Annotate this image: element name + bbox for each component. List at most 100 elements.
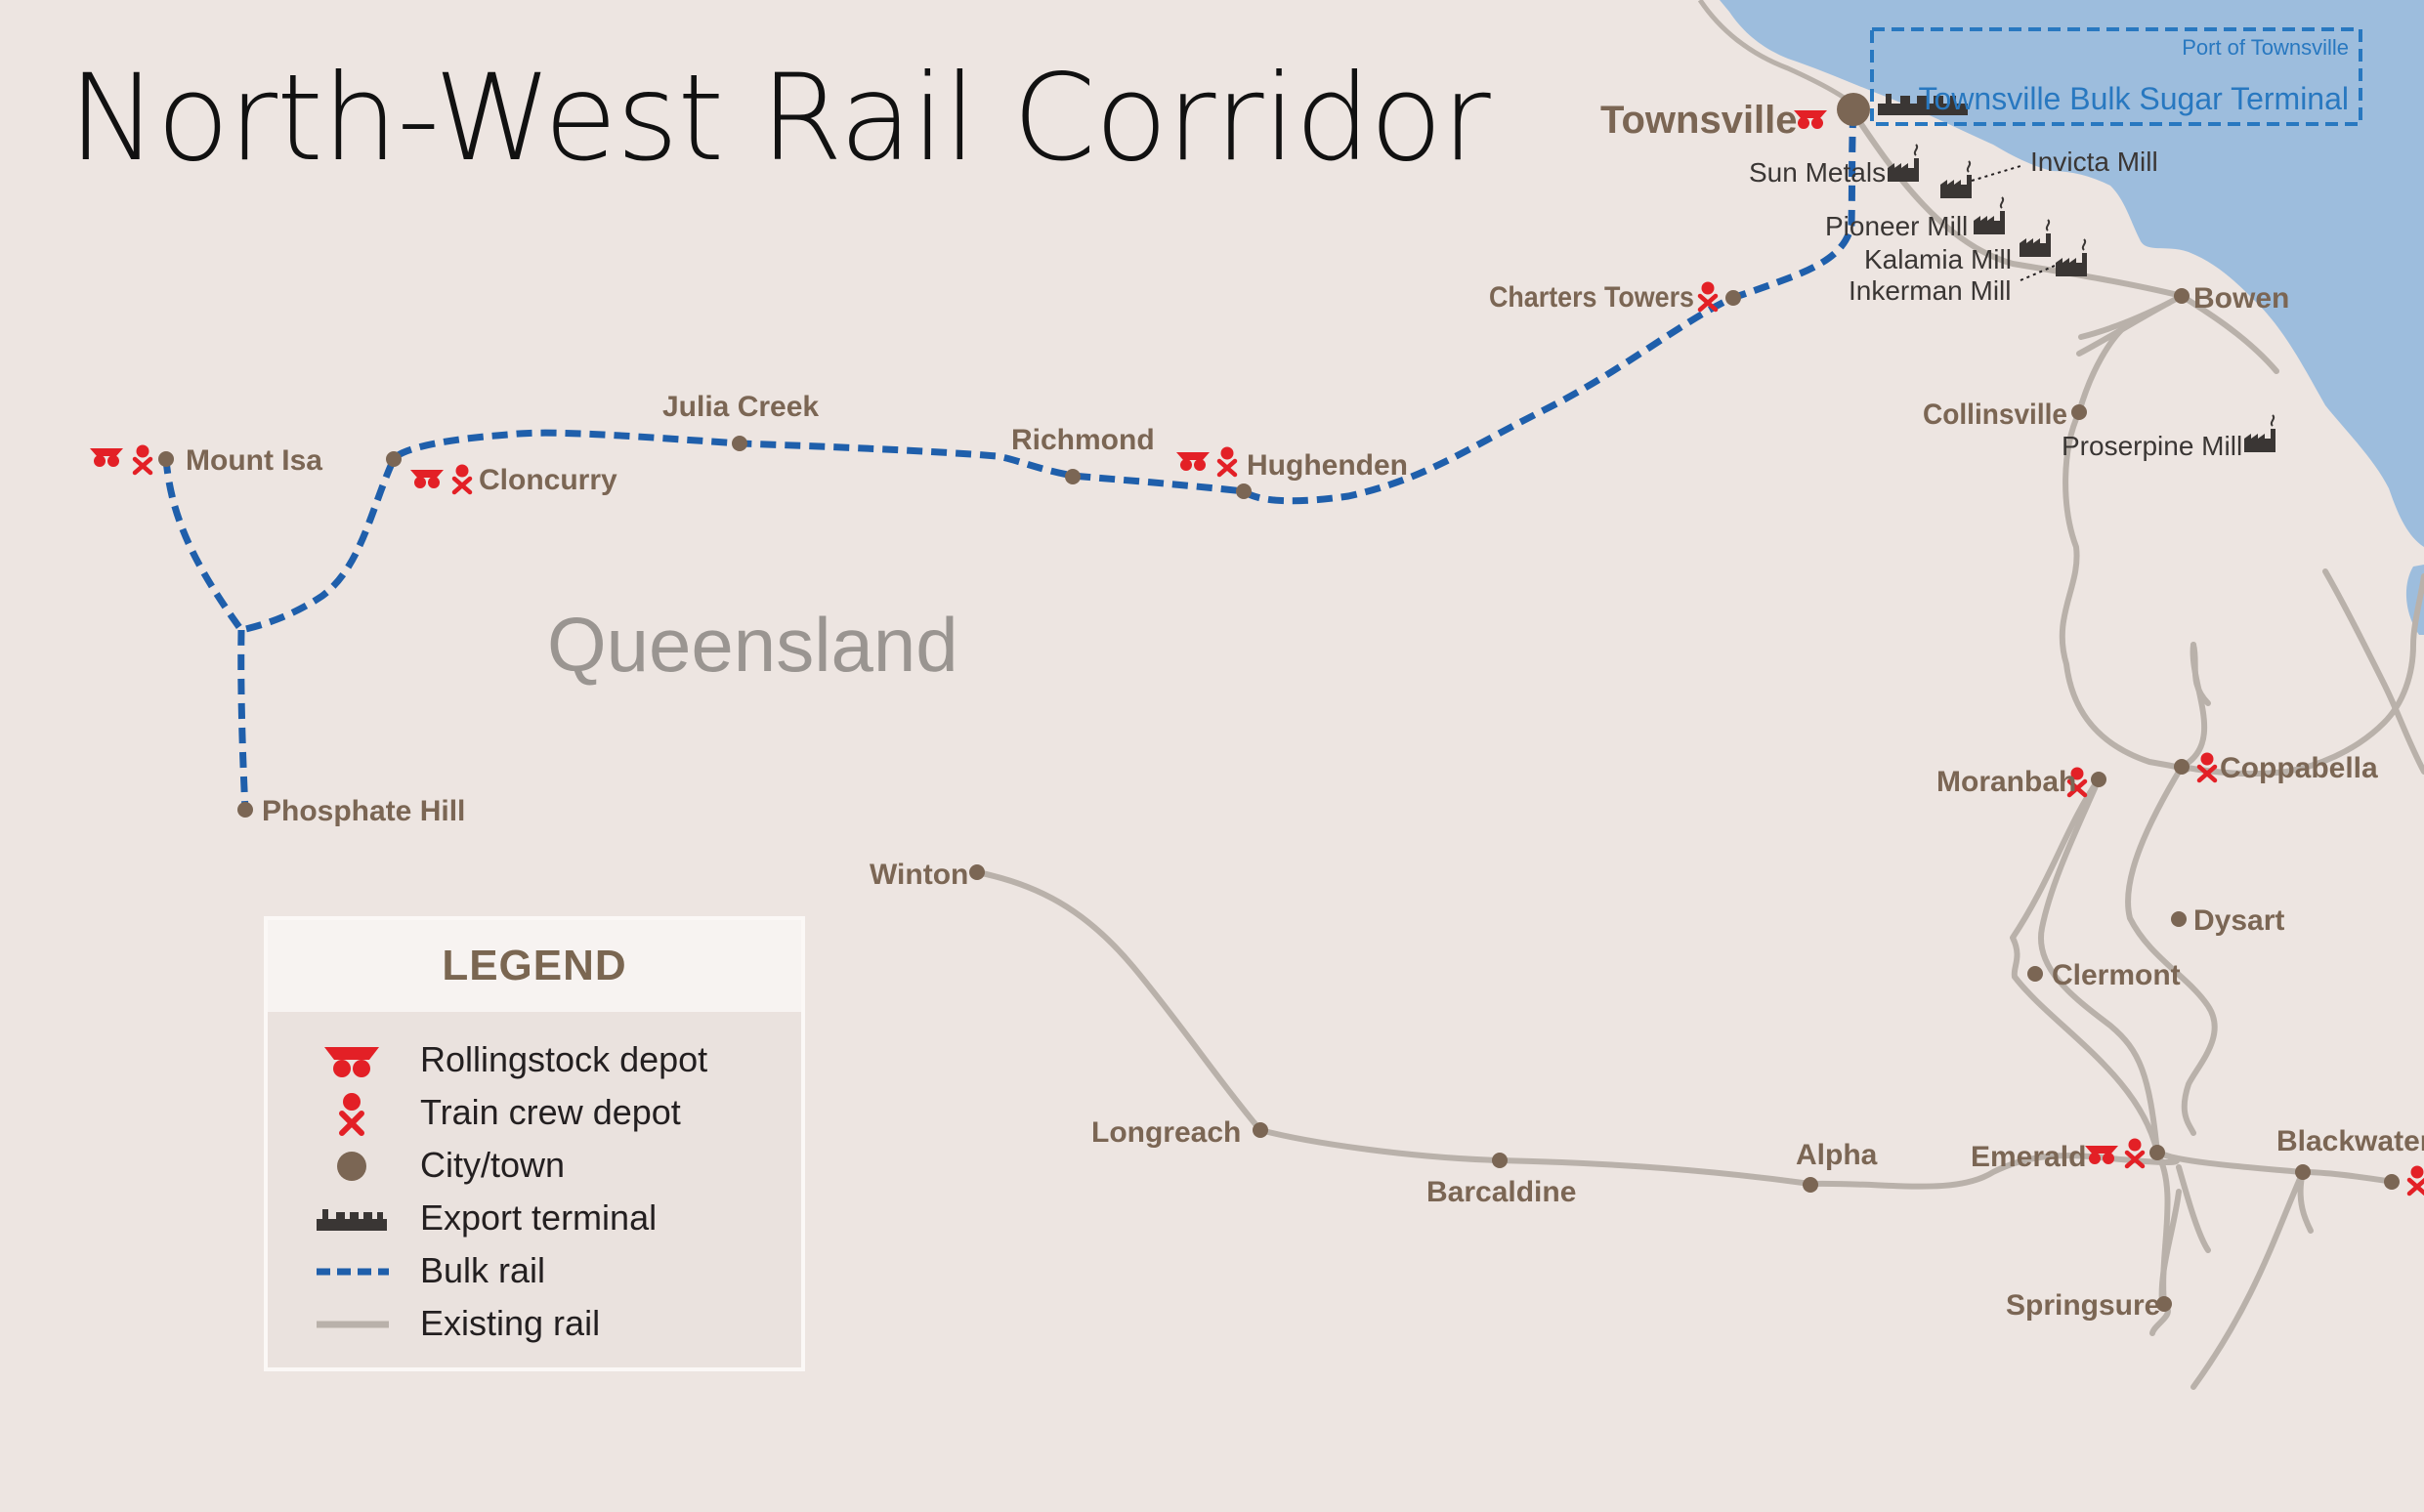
town-dot-collinsville (2071, 404, 2087, 420)
town-dot-longreach (1253, 1122, 1268, 1138)
town-dot-hughenden (1236, 483, 1252, 499)
rollingstock-depot-icon (410, 470, 444, 488)
label-inkerman-mill: Inkerman Mill (1849, 275, 2011, 306)
town-dot-cloncurry (386, 451, 402, 467)
label-emerald: Emerald (1971, 1141, 2086, 1173)
factory-icon (2019, 219, 2052, 258)
port-terminal-name: Townsville Bulk Sugar Terminal (1919, 81, 2349, 116)
port-box-title: Port of Townsville (2182, 35, 2349, 60)
rollingstock-depot-icon (1176, 452, 1210, 471)
label-clermont: Clermont (2052, 959, 2181, 991)
legend-row-city-town: City/town (268, 1139, 801, 1192)
label-phosphate-hill: Phosphate Hill (262, 795, 465, 827)
rollingstock-depot-icon (1794, 110, 1827, 129)
town-dot-clermont (2027, 966, 2043, 982)
legend-label-export-terminal: Export terminal (420, 1197, 658, 1238)
label-bowen: Bowen (2193, 282, 2289, 315)
factory-icon (2243, 414, 2276, 453)
town-dot-phosphate-hill (237, 802, 253, 818)
train-crew-depot-icon (339, 1093, 364, 1136)
legend-row-existing-rail: Existing rail (268, 1297, 801, 1350)
town-dot-julia-creek (732, 436, 747, 451)
town-dot-blackwater (2295, 1164, 2311, 1180)
bulk-rail-network (162, 111, 1857, 811)
label-hughenden: Hughenden (1247, 449, 1408, 482)
label-longreach: Longreach (1091, 1116, 1241, 1149)
label-pioneer-mill: Pioneer Mill (1825, 211, 1968, 241)
town-dot-barcaldine (1492, 1153, 1508, 1168)
town-dot-alpha (1803, 1177, 1818, 1193)
label-springsure: Springsure (2006, 1289, 2160, 1322)
label-sun-metals: Sun Metals (1749, 157, 1886, 188)
existing-rail-line (317, 1321, 389, 1328)
rollingstock-depot-icon (324, 1047, 379, 1077)
town-dot-bowen (2174, 288, 2190, 304)
train-crew-depot-icon (1700, 282, 1716, 311)
label-coppabella: Coppabella (2220, 752, 2378, 784)
legend-label-existing-rail: Existing rail (420, 1303, 601, 1343)
legend-label-city-town: City/town (420, 1145, 566, 1185)
coral-sea (1720, 0, 2424, 547)
map-title: North-West Rail Corridor (68, 49, 1491, 188)
legend-label-bulk-rail: Bulk rail (420, 1250, 546, 1290)
train-crew-depot-icon (135, 445, 150, 474)
factory-icon (2055, 238, 2088, 277)
legend-heading: LEGEND (268, 920, 801, 1012)
legend-row-train-crew: Train crew depot (268, 1086, 801, 1139)
region-label: Queensland (547, 602, 958, 688)
mill-labels: Sun Metals Invicta Mill Pioneer Mill Kal… (1749, 147, 2242, 461)
town-dot-mount-isa (158, 451, 174, 467)
label-kalamia-mill: Kalamia Mill (1864, 244, 2012, 274)
label-collinsville: Collinsville (1923, 399, 2067, 431)
label-cloncurry: Cloncurry (479, 464, 617, 496)
legend-panel: LEGEND Rollingstock depot Train crew dep… (264, 916, 805, 1371)
town-dot-moranbah (2091, 772, 2106, 787)
town-dot-charters-towers (1725, 290, 1741, 306)
label-proserpine-mill: Proserpine Mill (2062, 431, 2242, 461)
leader-lines (1971, 165, 2056, 281)
town-markers (158, 93, 2400, 1312)
bulk-rail-line (317, 1268, 389, 1276)
island (2405, 565, 2424, 635)
export-terminal-icon (1878, 94, 1968, 115)
train-crew-depot-icon (454, 465, 470, 493)
town-dot-richmond (1065, 469, 1081, 484)
label-blackwater: Blackwater (2276, 1125, 2424, 1157)
town-dot-springsure (2156, 1296, 2172, 1312)
label-dysart: Dysart (2193, 904, 2284, 937)
export-terminal-icon (317, 1209, 387, 1231)
label-mount-isa: Mount Isa (186, 444, 322, 477)
train-crew-depot-icon (2199, 753, 2215, 781)
train-crew-depot-icon (1219, 447, 1235, 476)
label-moranbah: Moranbah (1936, 766, 2076, 798)
label-invicta-mill: Invicta Mill (2030, 147, 2158, 177)
town-dot-coppabella (2174, 759, 2190, 775)
legend-row-export-terminal: Export terminal (268, 1192, 801, 1244)
legend-label-rollingstock: Rollingstock depot (420, 1039, 708, 1079)
label-julia-creek: Julia Creek (662, 391, 819, 423)
town-dot-east (2384, 1174, 2400, 1190)
label-alpha: Alpha (1796, 1139, 1878, 1171)
train-crew-depot-icon (2409, 1166, 2424, 1195)
label-richmond: Richmond (1011, 424, 1155, 456)
label-barcaldine: Barcaldine (1426, 1176, 1576, 1208)
factory-icon (1973, 196, 2006, 235)
place-labels: Townsville Charters Towers Bowen Collins… (186, 99, 2424, 1322)
port-of-townsville-box (1870, 27, 2362, 126)
train-crew-depot-icon (2127, 1139, 2143, 1167)
label-winton: Winton (870, 859, 968, 891)
label-charters-towers: Charters Towers (1489, 281, 1694, 314)
existing-rail-network (974, 109, 2424, 1390)
legend-row-rollingstock: Rollingstock depot (268, 1033, 801, 1086)
rollingstock-depot-icon (90, 448, 123, 467)
factory-icon (1939, 160, 1973, 199)
legend-label-train-crew: Train crew depot (420, 1092, 681, 1132)
label-townsville: Townsville (1600, 99, 1798, 142)
legend-row-bulk-rail: Bulk rail (268, 1244, 801, 1297)
town-dot-townsville (1837, 93, 1870, 126)
city-town-icon (337, 1152, 366, 1181)
town-dot-winton (969, 864, 985, 880)
town-dot-dysart (2171, 911, 2187, 927)
